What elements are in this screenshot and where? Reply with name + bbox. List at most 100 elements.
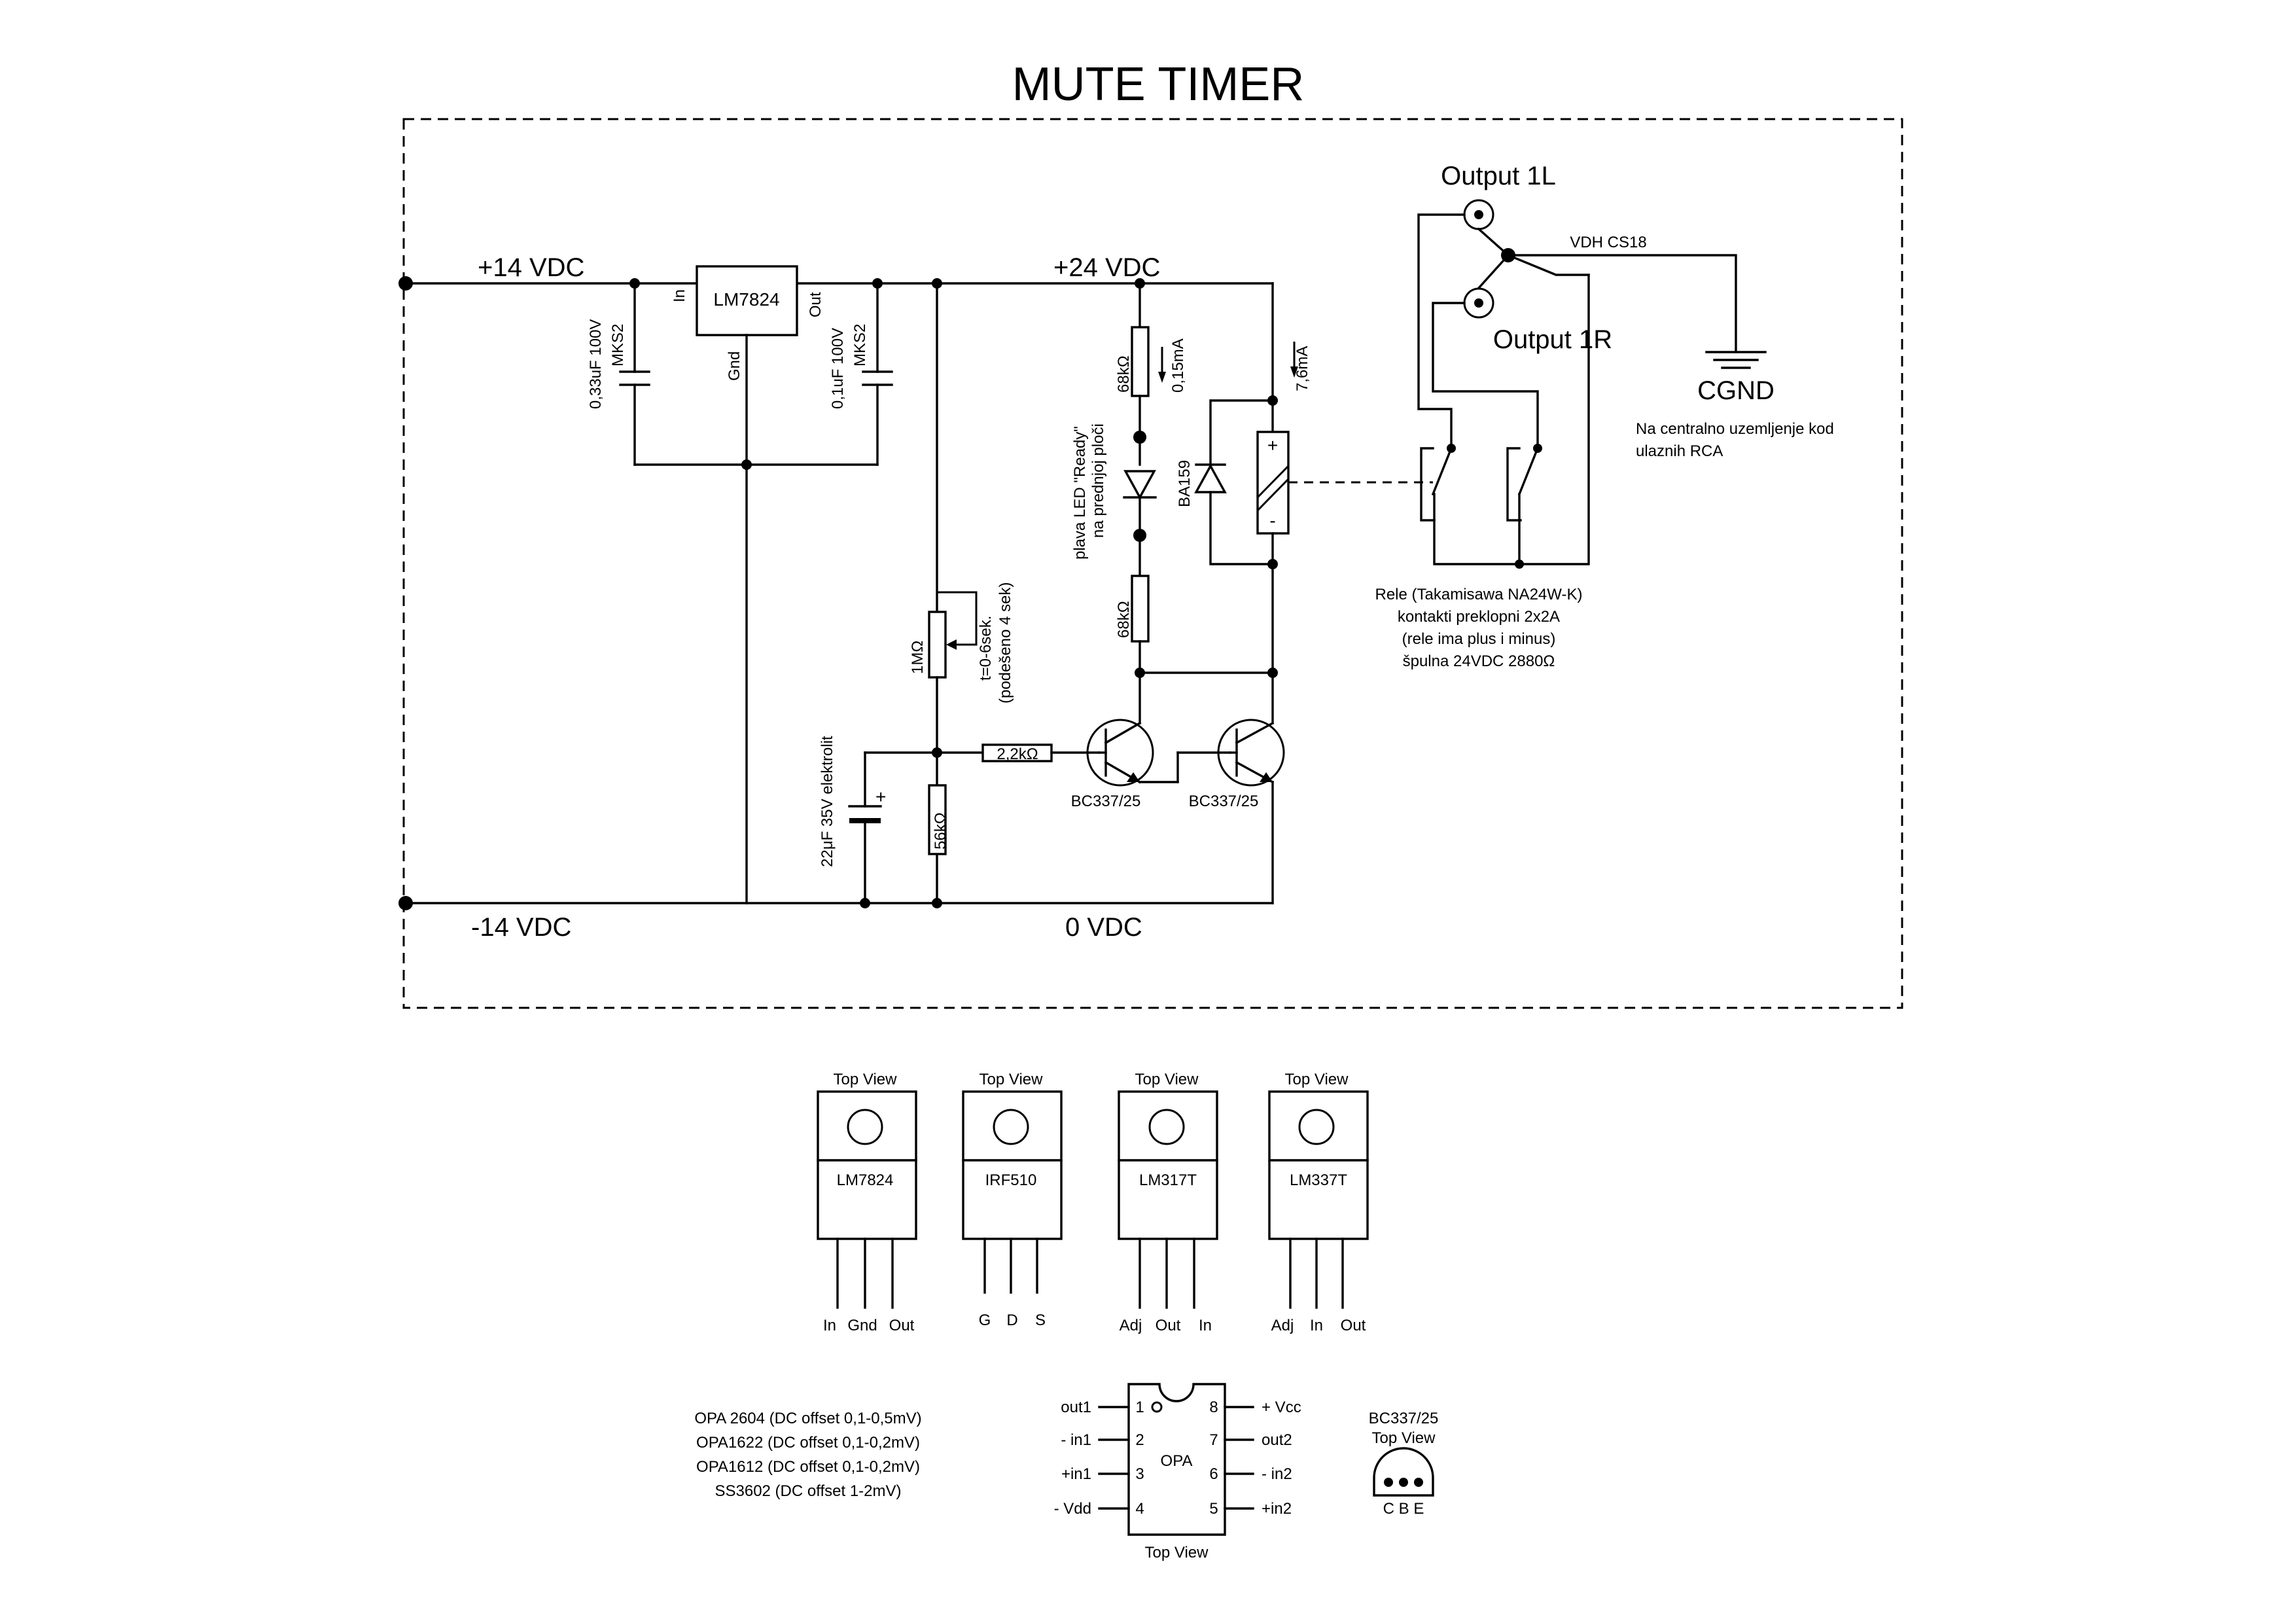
package-pin: Gnd — [847, 1317, 877, 1334]
relay-info-line-1: Rele (Takamisawa NA24W-K) — [1375, 586, 1583, 603]
package-pin: S — [1035, 1311, 1046, 1329]
package-pin: In — [1199, 1317, 1212, 1334]
opamp-dip8: OPA Top View out1 - in1 +in1 - Vdd 1 2 3… — [1054, 1383, 1301, 1561]
rail-label-plus14: +14 VDC — [478, 253, 584, 282]
resistor-2k2 — [981, 743, 1053, 762]
opamp-view: Top View — [1145, 1544, 1209, 1561]
output-r-label: Output 1R — [1493, 325, 1612, 354]
led-diode — [1123, 470, 1157, 500]
transistor-q2-label: BC337/25 — [1189, 793, 1259, 810]
package-lm337t: Top View LM337T Adj In Out — [1268, 1071, 1369, 1334]
opamp-pin-label: +in1 — [1061, 1465, 1091, 1483]
terminal-plus14 — [398, 276, 413, 291]
to92-view: Top View — [1372, 1429, 1436, 1447]
opamp-note: OPA1612 (DC offset 0,1-0,2mV) — [696, 1458, 920, 1476]
cable-label: VDH CS18 — [1570, 234, 1646, 251]
package-pin: In — [823, 1317, 836, 1334]
terminal-minus14 — [398, 896, 413, 910]
resistor-56k — [928, 784, 947, 855]
resistor-68k-bottom-value: 68kΩ — [1115, 601, 1133, 638]
regulator-pin-gnd: Gnd — [726, 351, 743, 381]
led-label-1: plava LED "Ready" — [1071, 426, 1089, 560]
opamp-pin-label: out2 — [1262, 1431, 1292, 1449]
opamp-pin-num: 4 — [1135, 1500, 1144, 1518]
rail-label-minus14: -14 VDC — [471, 913, 571, 942]
opamp-pin-num: 5 — [1209, 1500, 1218, 1518]
pot-note-1: t=0-6sek. — [977, 616, 995, 681]
pot-value: 1MΩ — [909, 641, 927, 674]
package-name: IRF510 — [985, 1171, 1037, 1189]
current-relay: 7,6mA — [1294, 346, 1311, 391]
resistor-56k-value: 56kΩ — [932, 812, 949, 849]
opamp-note: OPA1622 (DC offset 0,1-0,2mV) — [696, 1434, 920, 1452]
rca-output-r — [1463, 287, 1494, 319]
relay-info-line-3: (rele ima plus i minus) — [1402, 630, 1556, 648]
pot-body — [928, 611, 947, 679]
to92-pins: C B E — [1383, 1500, 1424, 1518]
package-pin: Out — [1341, 1317, 1366, 1334]
package-name: LM7824 — [837, 1171, 894, 1189]
cap-out — [862, 282, 893, 466]
transistor-q1 — [1086, 719, 1154, 787]
cap-in — [619, 282, 879, 466]
package-view-label: Top View — [1135, 1071, 1199, 1088]
opamp-pin-label: - Vdd — [1054, 1500, 1091, 1518]
regulator-pin-out: Out — [807, 292, 824, 317]
rail-label-zero: 0 VDC — [1065, 913, 1142, 942]
regulator-name: LM7824 — [713, 289, 779, 310]
package-lm7824: Top View LM7824 In Gnd Out — [817, 1071, 917, 1334]
package-name: LM317T — [1139, 1171, 1197, 1189]
opamp-pin-label: - in2 — [1262, 1465, 1292, 1483]
ground-note-2: ulaznih RCA — [1636, 442, 1723, 460]
opamp-pin-label: + Vcc — [1262, 1399, 1301, 1416]
relay-coil-plus: + — [1267, 435, 1278, 455]
package-view-label: Top View — [980, 1071, 1044, 1088]
package-lm317t: Top View LM317T Adj Out In — [1118, 1071, 1218, 1334]
opamp-pin-label: - in1 — [1061, 1431, 1091, 1449]
circuit-frame — [402, 118, 1903, 1009]
package-view-label: Top View — [1285, 1071, 1349, 1088]
output-l-label: Output 1L — [1441, 162, 1556, 190]
opamp-note: SS3602 (DC offset 1-2mV) — [715, 1482, 901, 1500]
transistor-q2 — [1217, 719, 1285, 787]
package-name: LM337T — [1290, 1171, 1347, 1189]
regulator-pin-in: In — [671, 289, 688, 302]
resistor-68k-bottom — [1131, 575, 1150, 643]
cap-out-type: MKS2 — [851, 324, 869, 366]
opamp-note: OPA 2604 (DC offset 0,1-0,5mV) — [694, 1410, 921, 1427]
cap-in-type: MKS2 — [609, 324, 627, 366]
rca-output-l — [1463, 199, 1494, 230]
package-pin: Adj — [1120, 1317, 1142, 1334]
cap-out-value: 0,1uF 100V — [829, 328, 847, 409]
opamp-notes: OPA 2604 (DC offset 0,1-0,5mV) OPA1622 (… — [694, 1410, 921, 1500]
package-pin: Adj — [1271, 1317, 1294, 1334]
package-to92: BC337/25 Top View C B E — [1369, 1410, 1439, 1518]
led-label-2: na prednjoj ploči — [1089, 423, 1107, 538]
ground-label: CGND — [1697, 376, 1775, 405]
package-pin: Out — [1156, 1317, 1181, 1334]
ground-note-1: Na centralno uzemljenje kod — [1636, 420, 1834, 438]
cap-timer — [848, 751, 938, 904]
resistor-68k-top-value: 68kΩ — [1115, 355, 1133, 393]
package-pin: G — [979, 1311, 991, 1329]
opamp-name: OPA — [1161, 1452, 1193, 1470]
rail-label-plus24: +24 VDC — [1053, 253, 1160, 282]
flyback-diode — [1194, 399, 1274, 565]
cap-timer-plus: + — [875, 787, 886, 807]
regulator-box — [696, 265, 798, 336]
package-pin: In — [1310, 1317, 1323, 1334]
opamp-pin-num: 1 — [1135, 1399, 1144, 1416]
current-led: 0,15mA — [1169, 338, 1187, 393]
cap-timer-value: 22μF 35V elektrolit — [819, 736, 836, 867]
relay-info-line-4: špulna 24VDC 2880Ω — [1403, 652, 1555, 670]
transistor-q1-label: BC337/25 — [1071, 793, 1141, 810]
opamp-pin-label: out1 — [1061, 1399, 1091, 1416]
resistor-68k-top — [1131, 326, 1150, 397]
opamp-pin-num: 6 — [1209, 1465, 1218, 1483]
relay-contacts — [1417, 213, 1590, 565]
opamp-pin-num: 3 — [1135, 1465, 1144, 1483]
package-pin: Out — [889, 1317, 915, 1334]
opamp-pin-num: 7 — [1209, 1431, 1218, 1449]
resistor-2k2-value: 2,2kΩ — [997, 745, 1038, 763]
